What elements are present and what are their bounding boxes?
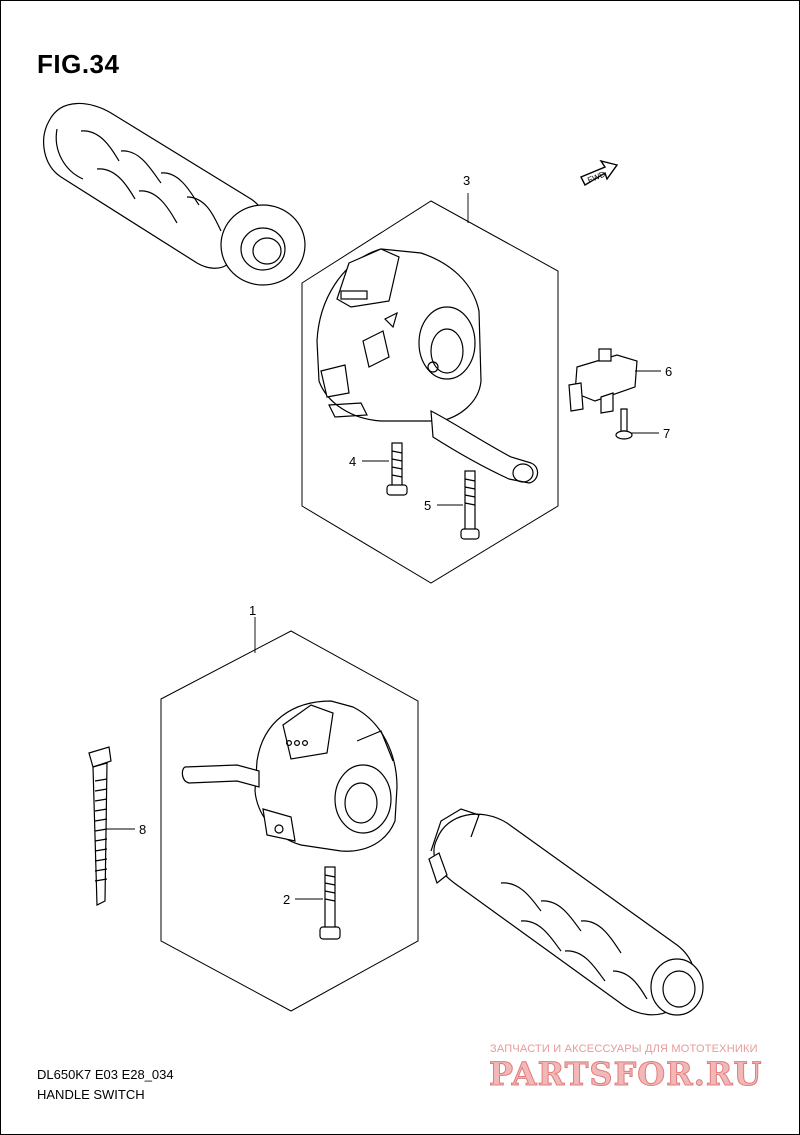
throttle-grip-top [43, 102, 306, 286]
watermark-logo: PARTSFOR.RU [488, 1055, 763, 1094]
forward-arrow-label: FWD [586, 170, 606, 185]
callout-7: 7 [663, 426, 671, 441]
callout-3: 3 [463, 173, 471, 188]
callout-8: 8 [139, 822, 147, 837]
model-code: DL650K7 E03 E28_034 [37, 1067, 174, 1082]
callout-4: 4 [349, 454, 357, 469]
cable-tie-8 [88, 746, 135, 906]
callout-1: 1 [249, 603, 257, 618]
section-name: HANDLE SWITCH [37, 1087, 145, 1102]
watermark-tagline: ЗАПЧАСТИ И АКСЕССУАРЫ ДЛЯ МОТОТЕХНИКИ [490, 1043, 758, 1055]
figure-title: FIG.34 [37, 49, 120, 79]
screw-5 [437, 470, 480, 540]
callout-6: 6 [665, 364, 673, 379]
callout-2: 2 [283, 892, 291, 907]
forward-arrow: FWD [580, 159, 619, 186]
small-switch-6 [568, 348, 661, 414]
screw-7 [615, 408, 659, 440]
handlebar-grip-bottom [428, 808, 704, 1016]
callout-5: 5 [424, 498, 432, 513]
screw-4 [362, 442, 408, 496]
screw-2 [295, 866, 341, 940]
left-handle-switch-assembly [160, 617, 419, 1012]
right-handle-switch-assembly [301, 193, 559, 584]
